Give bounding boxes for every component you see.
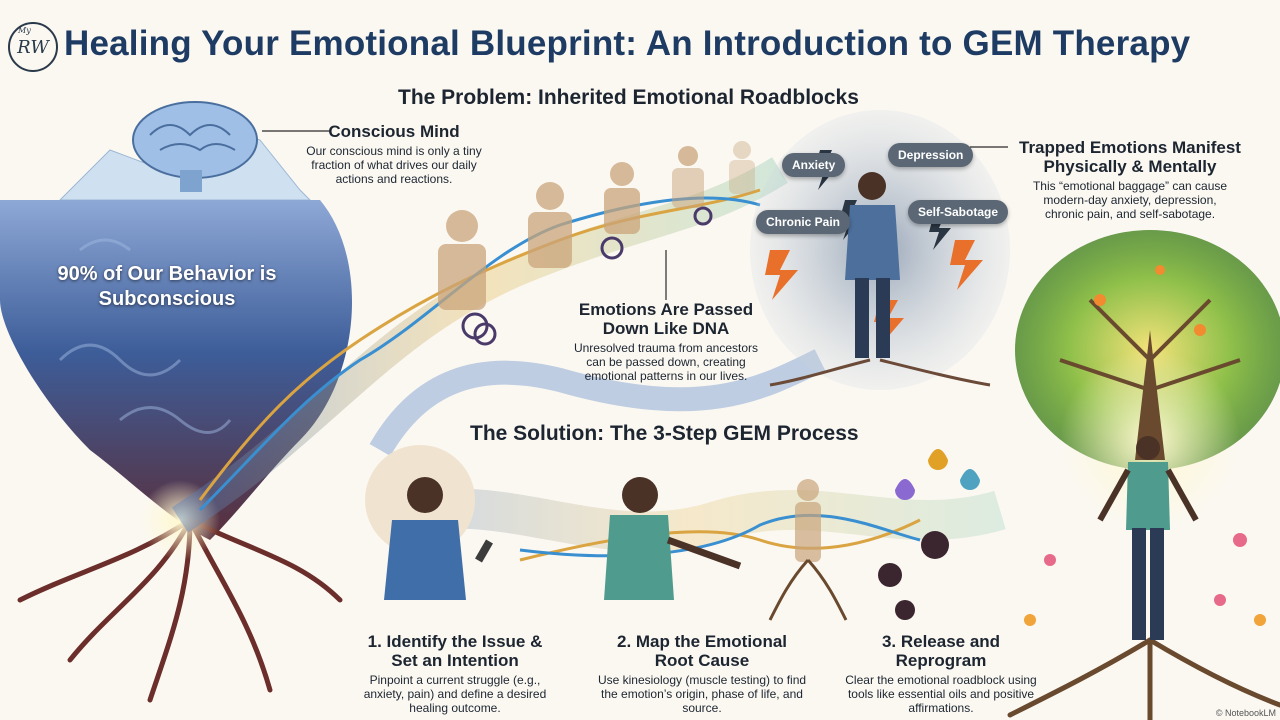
cloud-chronic-pain: Chronic Pain: [756, 210, 851, 234]
step-3-title: 3. Release and Reprogram: [881, 632, 1001, 670]
essential-oil-drops: [895, 449, 980, 500]
dna-body: Unresolved trauma from ancestors can be …: [573, 341, 759, 383]
trapped-emotions-title: Trapped Emotions Manifest Physically & M…: [1019, 138, 1241, 176]
logo-text: RW: [17, 36, 49, 58]
page-title: Healing Your Emotional Blueprint: An Int…: [64, 24, 1191, 63]
trapped-emotions-callout: Trapped Emotions Manifest Physically & M…: [1005, 138, 1255, 221]
copyright-text: © NotebookLM: [1215, 708, 1276, 718]
problem-heading: The Problem: Inherited Emotional Roadblo…: [398, 86, 859, 109]
conscious-mind-body: Our conscious mind is only a tiny fracti…: [306, 144, 482, 186]
dark-roses: [878, 531, 949, 620]
dna-callout: Emotions Are Passed Down Like DNA Unreso…: [566, 300, 766, 383]
conscious-mind-title: Conscious Mind: [328, 122, 460, 141]
step-1-body: Pinpoint a current struggle (e.g., anxie…: [363, 673, 547, 715]
subconscious-label: 90% of Our Behavior is Subconscious: [57, 263, 277, 310]
step-1: 1. Identify the Issue & Set an Intention…: [355, 632, 555, 715]
step-3: 3. Release and Reprogram Clear the emoti…: [838, 632, 1044, 715]
step-2-body: Use kinesiology (muscle testing) to find…: [597, 673, 807, 715]
brand-logo: My RW: [8, 22, 58, 72]
dna-title: Emotions Are Passed Down Like DNA: [578, 300, 754, 338]
cloud-anxiety: Anxiety: [782, 153, 846, 177]
step-1-title: 1. Identify the Issue & Set an Intention: [367, 632, 543, 670]
cloud-self-sabotage: Self-Sabotage: [908, 200, 1009, 224]
cloud-depression: Depression: [888, 143, 974, 167]
step-2: 2. Map the Emotional Root Cause Use kine…: [596, 632, 808, 715]
conscious-mind-callout: Conscious Mind Our conscious mind is onl…: [300, 122, 488, 186]
solution-heading: The Solution: The 3-Step GEM Process: [470, 422, 859, 445]
distressed-man: [845, 172, 900, 358]
healed-man: [1097, 436, 1199, 640]
step1-figure: [365, 445, 493, 600]
brain-icon: [132, 101, 258, 179]
fruit-icons: [1094, 265, 1206, 336]
step-2-title: 2. Map the Emotional Root Cause: [616, 632, 788, 670]
trapped-emotions-body: This “emotional baggage” can cause moder…: [1032, 179, 1228, 221]
step2-ancestor: [795, 479, 821, 562]
step2-figure: [604, 477, 742, 600]
logo-small-text: My: [18, 26, 31, 35]
ancestor-figures: [438, 141, 755, 310]
flowers-icon: [1024, 533, 1266, 626]
tree-roots: [1007, 637, 1280, 720]
step-3-body: Clear the emotional roadblock using tool…: [845, 673, 1037, 715]
